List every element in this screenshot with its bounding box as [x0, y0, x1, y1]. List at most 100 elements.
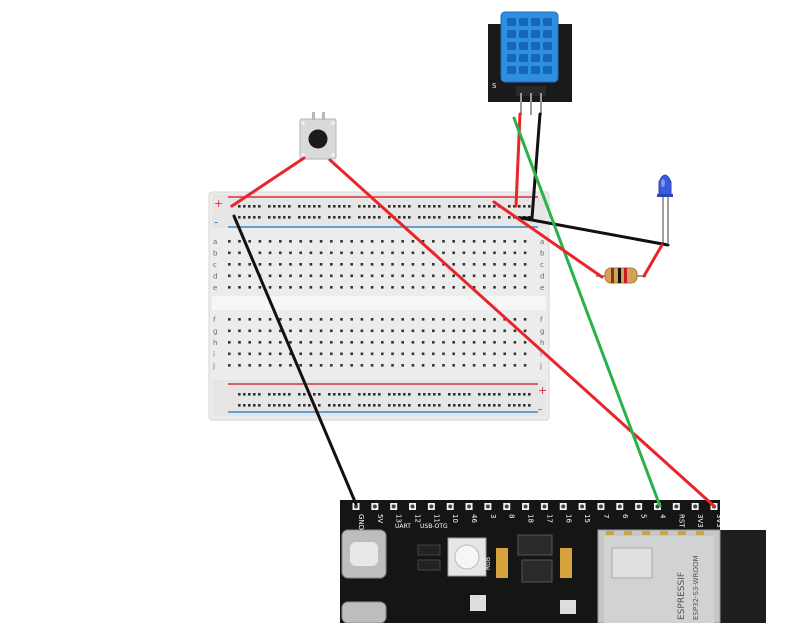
rail-hole [338, 216, 341, 219]
terminal-hole [360, 329, 364, 333]
rail-hole [308, 404, 311, 407]
rail-hole [243, 205, 246, 208]
terminal-hole [309, 240, 313, 243]
rail-hole [368, 393, 371, 396]
terminal-hole [452, 263, 455, 266]
terminal-hole [411, 329, 415, 333]
terminal-hole [330, 341, 333, 344]
module-brand: ESPRESSIF [677, 572, 687, 620]
esp32-pin-label: 8 [508, 514, 516, 518]
bottom-rail-holes [238, 393, 531, 407]
led-rim [657, 194, 673, 197]
terminal-hole [381, 251, 384, 255]
rail-hole [328, 393, 331, 396]
rail-hole [483, 404, 486, 407]
rail-hole [418, 404, 421, 407]
terminal-hole [472, 263, 476, 266]
esp32-pin-label: 11 [432, 514, 440, 523]
terminal-hole [330, 352, 333, 356]
terminal-hole [340, 329, 343, 333]
terminal-hole [299, 251, 302, 255]
terminal-hole [462, 352, 466, 356]
terminal-hole [513, 251, 517, 255]
terminal-hole [513, 274, 517, 278]
rail-hole [318, 205, 321, 208]
rail-hole [268, 404, 271, 407]
terminal-hole [381, 318, 384, 321]
terminal-hole [248, 352, 251, 356]
row-letter: f [540, 316, 543, 324]
rail-hole [268, 393, 271, 396]
terminal-hole [238, 352, 241, 356]
terminal-hole [258, 240, 262, 243]
terminal-hole [462, 240, 466, 243]
terminal-hole [248, 240, 251, 243]
rail-hole [468, 404, 471, 407]
wire-red-resistor [492, 200, 604, 279]
rail-hole [338, 393, 341, 396]
rail-hole [368, 404, 371, 407]
terminal-hole [258, 364, 262, 367]
rail-hole [258, 205, 261, 208]
rail-hole [453, 404, 456, 407]
terminal-hole [350, 240, 353, 243]
rail-hole [523, 404, 526, 407]
esp32-pin-hole [448, 504, 453, 509]
rail-hole [393, 393, 396, 396]
dht-grille-slot [531, 54, 540, 62]
terminal-hole [462, 251, 466, 255]
terminal-hole [381, 352, 384, 356]
terminal-hole [523, 341, 527, 344]
rail-hole [523, 205, 526, 208]
terminal-hole [411, 318, 415, 321]
terminal-hole [279, 251, 282, 255]
terminal-hole [513, 341, 517, 344]
terminal-hole [411, 352, 415, 356]
row-letter: j [212, 362, 215, 370]
rail-hole [333, 393, 336, 396]
terminal-hole [279, 274, 282, 278]
terminal-hole [228, 274, 231, 278]
rail-hole [393, 404, 396, 407]
rail-hole [403, 216, 406, 219]
terminal-hole [299, 240, 302, 243]
smd-component [417, 544, 441, 556]
rail-hole [418, 216, 421, 219]
terminal-hole [299, 329, 302, 333]
terminal-hole [391, 318, 394, 321]
terminal-hole [472, 318, 476, 321]
terminal-hole [268, 263, 272, 266]
rail-hole [528, 393, 531, 396]
terminal-hole [330, 318, 333, 321]
terminal-hole [360, 364, 364, 367]
terminal-hole [340, 274, 343, 278]
terminal-hole [299, 352, 302, 356]
terminal-hole [279, 318, 282, 321]
terminal-hole [289, 240, 292, 243]
wire-red-led [642, 243, 664, 278]
module-pad [642, 531, 650, 535]
bottom-rail-plus-label: + [538, 384, 547, 397]
terminal-hole [360, 240, 364, 243]
rail-hole [363, 205, 366, 208]
terminal-hole [248, 274, 251, 278]
terminal-hole [299, 263, 302, 266]
terminal-hole [503, 341, 506, 344]
rail-hole [493, 393, 496, 396]
terminal-hole [238, 329, 241, 333]
terminal-hole [350, 341, 353, 344]
terminal-hole [370, 251, 374, 255]
esp32-pin-label: 13 [395, 514, 403, 523]
rail-hole [303, 216, 306, 219]
rail-hole [348, 393, 351, 396]
tantalum-cap [560, 548, 572, 578]
rail-hole [453, 393, 456, 396]
terminal-hole [421, 364, 425, 367]
terminal-hole [340, 341, 343, 344]
rail-hole [508, 404, 511, 407]
esp32-pin-label: 5 [640, 514, 648, 518]
terminal-hole [340, 251, 343, 255]
rail-hole [423, 393, 426, 396]
